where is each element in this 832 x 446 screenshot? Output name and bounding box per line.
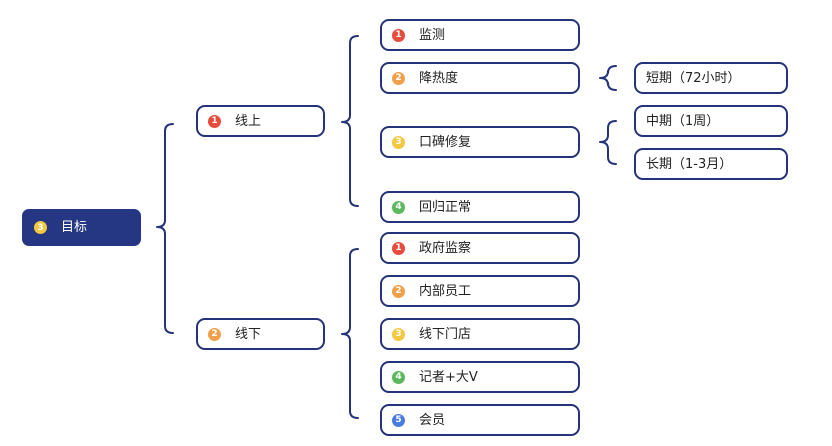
node-label: 政府监察: [419, 240, 472, 256]
node-badge: 1: [392, 241, 405, 255]
node-label: 长期（1-3月）: [646, 156, 733, 172]
node-badge: 3: [392, 327, 405, 341]
node-label: 中期（1周）: [646, 113, 720, 129]
node-label: 记者+大V: [419, 369, 478, 385]
node-label: 内部员工: [419, 283, 472, 299]
connector-reduce-heat-brace: [599, 65, 617, 91]
topic-node-offline-stores[interactable]: 3 线下门店: [380, 318, 580, 350]
topic-node-return-normal[interactable]: 4 回归正常: [380, 191, 580, 223]
topic-node-monitor[interactable]: 1 监测: [380, 19, 580, 51]
subtopic-node-mid-term[interactable]: 中期（1周）: [634, 105, 788, 137]
connector-root-brace: [156, 123, 174, 334]
node-badge: 3: [392, 135, 405, 149]
node-label: 短期（72小时）: [646, 70, 741, 86]
node-badge: 5: [392, 413, 405, 427]
node-badge: 1: [208, 114, 221, 128]
subtopic-node-long-term[interactable]: 长期（1-3月）: [634, 148, 788, 180]
node-label: 线上: [235, 113, 262, 129]
topic-node-reduce-heat[interactable]: 2 降热度: [380, 62, 580, 94]
topic-node-journalists-influencers[interactable]: 4 记者+大V: [380, 361, 580, 393]
node-label: 会员: [419, 412, 446, 428]
subtopic-node-short-term[interactable]: 短期（72小时）: [634, 62, 788, 94]
topic-node-gov-supervision[interactable]: 1 政府监察: [380, 232, 580, 264]
root-node[interactable]: 3 目标: [22, 209, 141, 246]
node-label: 回归正常: [419, 199, 472, 215]
node-badge: 2: [392, 284, 405, 298]
node-badge: 3: [34, 221, 47, 234]
topic-node-members[interactable]: 5 会员: [380, 404, 580, 436]
connector-reputation-brace: [599, 120, 617, 165]
node-label: 口碑修复: [419, 134, 472, 150]
node-label: 目标: [61, 220, 88, 235]
node-label: 线下: [235, 326, 262, 342]
node-badge: 4: [392, 200, 405, 214]
topic-node-reputation-repair[interactable]: 3 口碑修复: [380, 126, 580, 158]
connector-online-brace: [341, 35, 359, 207]
topic-node-internal-staff[interactable]: 2 内部员工: [380, 275, 580, 307]
node-badge: 2: [208, 327, 221, 341]
branch-node-online[interactable]: 1 线上: [196, 105, 325, 137]
node-badge: 1: [392, 28, 405, 42]
connector-offline-brace: [341, 248, 359, 419]
node-label: 监测: [419, 27, 446, 43]
branch-node-offline[interactable]: 2 线下: [196, 318, 325, 350]
node-label: 降热度: [419, 70, 459, 86]
node-badge: 4: [392, 370, 405, 384]
node-badge: 2: [392, 71, 405, 85]
node-label: 线下门店: [419, 326, 472, 342]
